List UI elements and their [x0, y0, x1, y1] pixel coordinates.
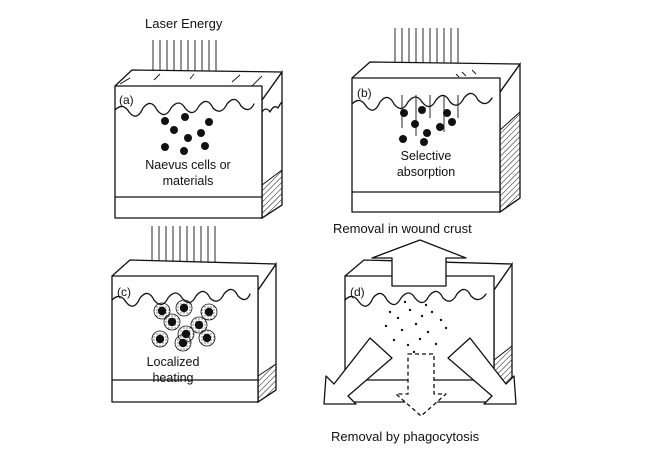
- naevus-cells-a: [161, 113, 213, 155]
- panel-label-d: (d): [350, 285, 365, 299]
- caption-removal-wound-crust: Removal in wound crust: [333, 221, 472, 236]
- arrow-down-left: [323, 337, 393, 405]
- arrow-down-center: [395, 353, 447, 417]
- panel-c-text-line-1: Localized: [147, 355, 200, 369]
- epidermis-line-c: [111, 288, 251, 307]
- panel-label-a: (a): [119, 93, 134, 107]
- panel-label-b: (b): [357, 86, 372, 100]
- caption-laser-energy: Laser Energy: [145, 16, 223, 31]
- arrow-up-wound-crust: [371, 239, 467, 287]
- caption-removal-phagocytosis: Removal by phagocytosis: [331, 429, 480, 444]
- panel-a-text-line-2: materials: [163, 174, 214, 188]
- epidermis-line-a: [114, 98, 255, 117]
- panel-d: (d): [323, 239, 517, 417]
- panel-a-text-line-1: Naevus cells or: [145, 158, 230, 172]
- epidermis-line-b: [351, 92, 493, 111]
- heated-cells-c: [151, 299, 218, 352]
- arrow-down-right: [447, 337, 517, 405]
- panel-b-text-line-2: absorption: [397, 165, 455, 179]
- block-front-a: [114, 85, 263, 219]
- panel-b-text-line-1: Selective: [401, 149, 452, 163]
- panel-c-text-line-2: heating: [152, 371, 193, 385]
- panel-c: (c) Localized heating: [111, 226, 277, 404]
- block-hatch-b: [499, 110, 521, 213]
- pigment-debris-d: [384, 300, 448, 354]
- panel-label-c: (c): [117, 285, 131, 299]
- panel-b: (b) Selective absorption: [351, 28, 521, 214]
- epidermis-line-d: [344, 288, 487, 307]
- panel-a: (a) Naevus cells or materials: [114, 40, 283, 220]
- naevus-cells-b: [399, 106, 456, 146]
